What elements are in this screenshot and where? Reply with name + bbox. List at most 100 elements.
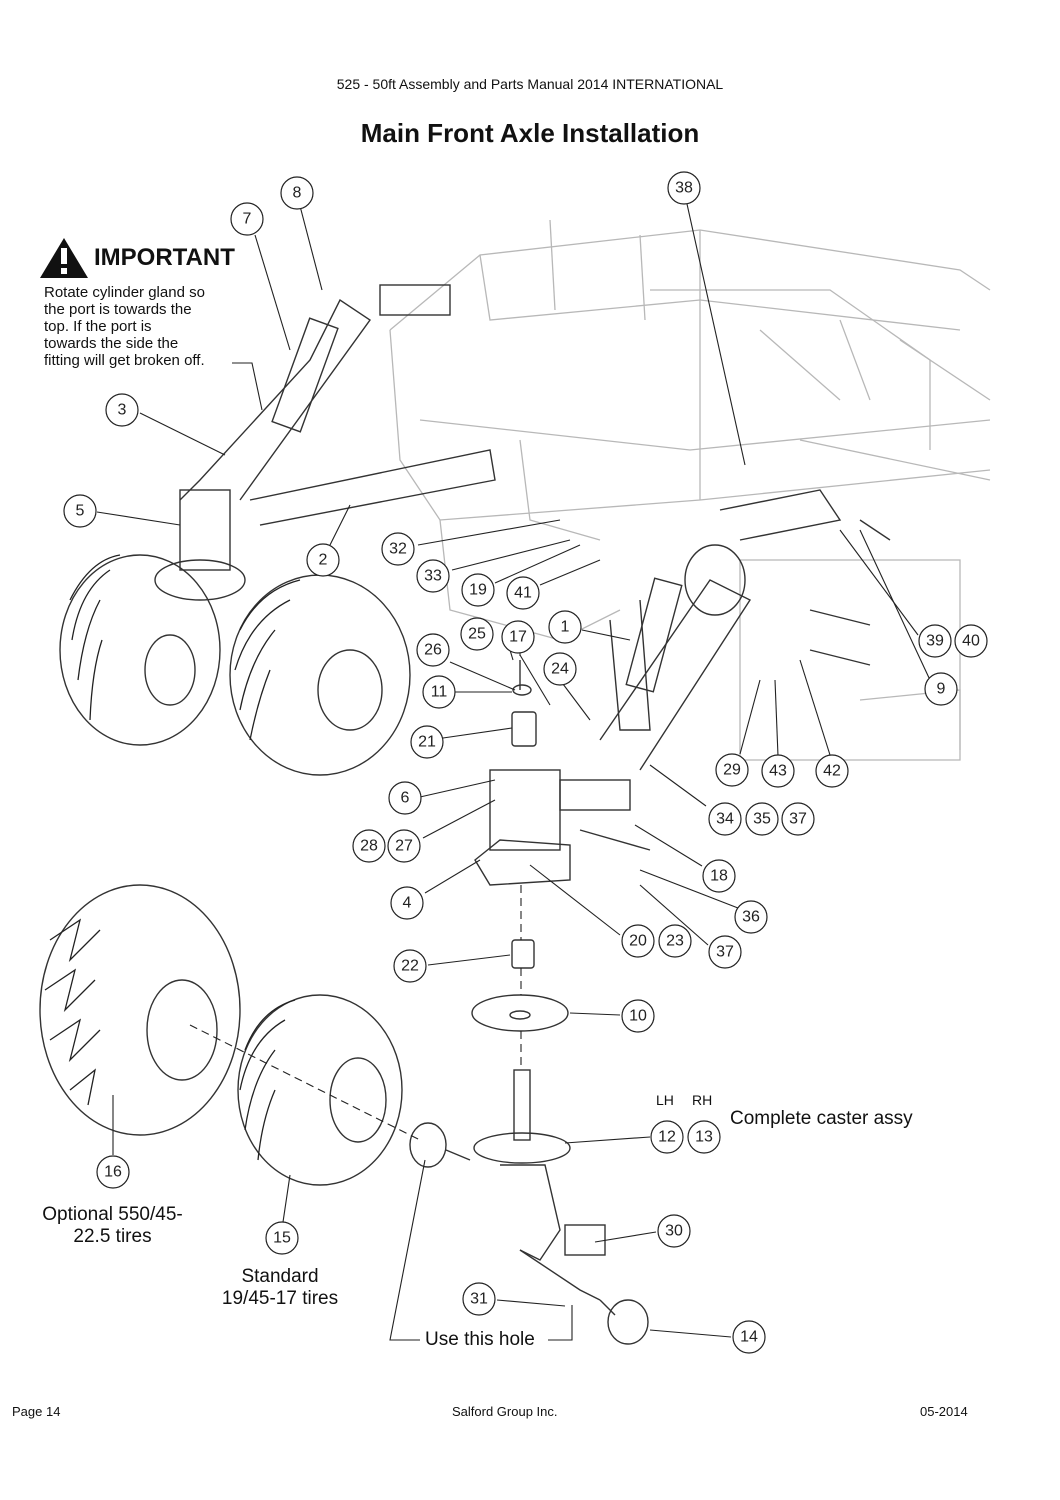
complete-caster-label: Complete caster assy	[730, 1108, 913, 1129]
callout-37-top: 37	[781, 802, 815, 836]
svg-text:11: 11	[431, 684, 448, 701]
svg-text:6: 6	[401, 790, 410, 807]
callout-19: 19	[461, 573, 495, 607]
warning-icon	[40, 238, 88, 278]
callout-39: 39	[918, 624, 952, 658]
callout-26: 26	[416, 633, 450, 667]
footer-company: Salford Group Inc.	[452, 1404, 558, 1419]
svg-text:37: 37	[716, 944, 734, 961]
svg-text:36: 36	[742, 909, 760, 926]
svg-text:43: 43	[769, 763, 787, 780]
svg-text:13: 13	[695, 1129, 713, 1146]
svg-text:16: 16	[104, 1164, 122, 1181]
standard-tires-note: Standard 19/45-17 tires	[221, 1266, 339, 1309]
svg-text:7: 7	[243, 211, 252, 228]
callout-37-bottom: 37	[708, 935, 742, 969]
callout-21: 21	[410, 725, 444, 759]
lh-label: LH	[656, 1092, 674, 1108]
exploded-parts	[471, 640, 651, 1070]
callout-30: 30	[657, 1214, 691, 1248]
callout-1: 1	[548, 610, 582, 644]
svg-text:19: 19	[469, 582, 487, 599]
svg-text:10: 10	[629, 1008, 647, 1025]
callout-27: 27	[387, 829, 421, 863]
svg-text:34: 34	[716, 811, 734, 828]
exploded-tires	[39, 884, 471, 1186]
svg-text:12: 12	[658, 1129, 676, 1146]
callout-31: 31	[462, 1282, 496, 1316]
callout-34: 34	[708, 802, 742, 836]
callout-10: 10	[621, 999, 655, 1033]
callout-11: 11	[422, 675, 456, 709]
callout-20: 20	[621, 924, 655, 958]
svg-text:37: 37	[789, 811, 807, 828]
callout-2: 2	[306, 543, 340, 577]
svg-text:15: 15	[273, 1230, 291, 1247]
callout-7: 7	[230, 202, 264, 236]
leader-lines	[96, 203, 931, 1341]
svg-text:35: 35	[753, 811, 771, 828]
svg-text:26: 26	[424, 642, 442, 659]
callout-22: 22	[393, 949, 427, 983]
svg-text:17: 17	[509, 629, 527, 646]
caster-assembly	[473, 1069, 649, 1345]
svg-text:23: 23	[666, 933, 684, 950]
callout-23: 23	[658, 924, 692, 958]
callout-6: 6	[388, 781, 422, 815]
callout-24: 24	[543, 652, 577, 686]
callout-9: 9	[924, 672, 958, 706]
callout-4: 4	[390, 886, 424, 920]
callout-8: 8	[280, 176, 314, 210]
callout-12: 12	[650, 1120, 684, 1154]
footer-date: 05-2014	[920, 1404, 968, 1419]
callout-14: 14	[732, 1320, 766, 1354]
svg-text:41: 41	[514, 585, 532, 602]
important-heading: IMPORTANT	[94, 244, 235, 271]
right-arm-assembly	[599, 489, 891, 771]
left-arm-assembly	[154, 284, 496, 601]
svg-text:29: 29	[723, 762, 741, 779]
svg-text:24: 24	[551, 661, 569, 678]
svg-text:25: 25	[468, 626, 486, 643]
svg-text:18: 18	[710, 868, 728, 885]
callout-40: 40	[954, 624, 988, 658]
page-header: 525 - 50ft Assembly and Parts Manual 201…	[336, 76, 724, 92]
svg-text:4: 4	[403, 895, 412, 912]
callout-5: 5	[63, 494, 97, 528]
callout-33: 33	[416, 559, 450, 593]
svg-text:38: 38	[675, 180, 693, 197]
callout-16: 16	[96, 1155, 130, 1189]
callout-35: 35	[745, 802, 779, 836]
svg-text:21: 21	[418, 734, 436, 751]
callout-42: 42	[815, 754, 849, 788]
callout-17: 17	[501, 620, 535, 654]
svg-text:28: 28	[360, 838, 378, 855]
svg-text:20: 20	[629, 933, 647, 950]
callout-13: 13	[687, 1120, 721, 1154]
callout-28: 28	[352, 829, 386, 863]
rh-label: RH	[692, 1092, 713, 1108]
svg-text:2: 2	[319, 552, 328, 569]
svg-text:22: 22	[401, 958, 419, 975]
callout-markers: 8 7 38 3 5 2 32 33 19 41 1 39 40 9 25 17…	[63, 171, 988, 1354]
svg-text:14: 14	[740, 1329, 758, 1346]
svg-text:32: 32	[389, 541, 407, 558]
use-hole-label: Use this hole	[425, 1329, 535, 1350]
implement-frame	[389, 219, 991, 761]
important-note: Rotate cylinder gland so the port is tow…	[44, 284, 205, 369]
page-title: Main Front Axle Installation	[360, 118, 700, 148]
footer-page: Page 14	[12, 1404, 61, 1419]
svg-text:27: 27	[395, 838, 413, 855]
svg-text:8: 8	[293, 185, 302, 202]
svg-text:40: 40	[962, 633, 980, 650]
callout-43: 43	[761, 754, 795, 788]
svg-text:39: 39	[926, 633, 944, 650]
callout-18: 18	[702, 859, 736, 893]
callout-38: 38	[667, 171, 701, 205]
svg-text:5: 5	[76, 503, 85, 520]
svg-text:3: 3	[118, 402, 127, 419]
svg-text:33: 33	[424, 568, 442, 585]
callout-41: 41	[506, 576, 540, 610]
svg-text:1: 1	[561, 619, 570, 636]
